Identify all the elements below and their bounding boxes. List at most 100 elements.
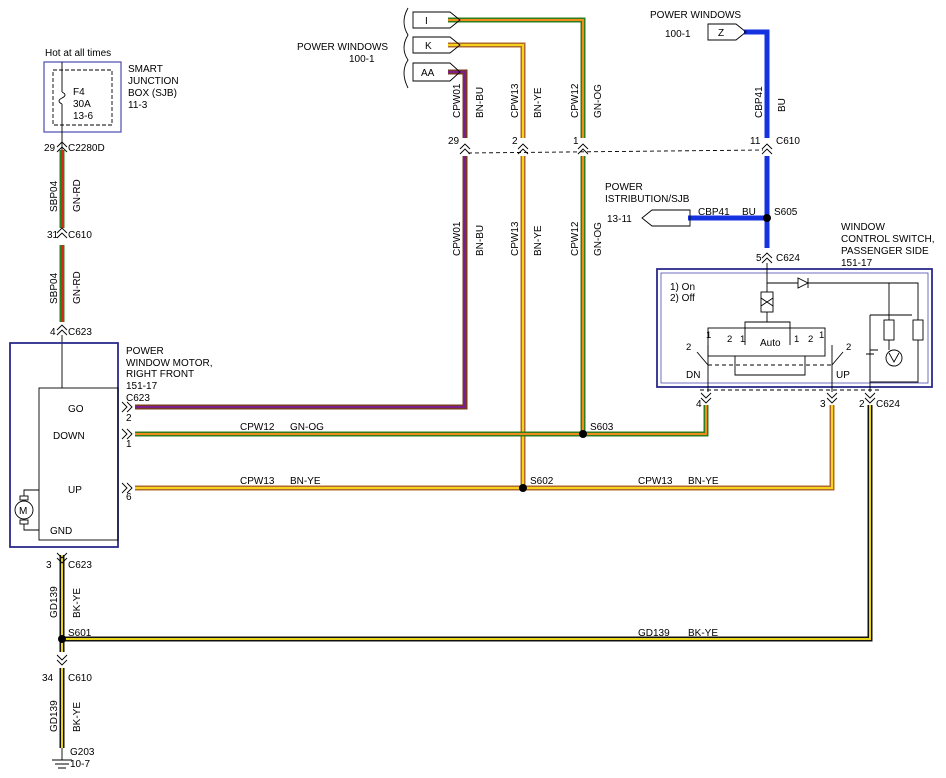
window-control-switch: WINDOW CONTROL SWITCH, PASSENGER SIDE 1 5… (656, 222, 935, 392)
switch-contact-label: 1 (740, 334, 745, 345)
motor-name-2: WINDOW MOTOR, (126, 358, 212, 369)
sjb-fuse-box (52, 69, 113, 126)
wire-gd139 (59, 405, 873, 748)
motor-m: M (19, 506, 27, 517)
motor-down: DOWN (53, 431, 85, 442)
motor-up: UP (68, 485, 82, 496)
label-cpw12-top: CPW12 (570, 83, 581, 118)
switch-contact-label: 1 (794, 334, 799, 345)
label-gd139-b: GD139 (49, 700, 60, 732)
label-bnye-top: BN-YE (533, 87, 544, 118)
sjb-ref: 11-3 (128, 100, 148, 111)
label-cpw13-h2: CPW13 (638, 476, 673, 487)
c623-a-label: C623 (68, 327, 92, 338)
up-contact-1: 1 (819, 330, 824, 341)
switch-contact-label: 2 (727, 334, 732, 345)
switch-name-3: PASSENGER SIDE (841, 246, 929, 257)
label-bu-top: BU (777, 98, 788, 112)
motor-module (38, 387, 119, 541)
motor-gnd: GND (50, 526, 72, 537)
c610-a-label: C610 (68, 230, 92, 241)
sjb-hot-label: Hot at all times (45, 48, 111, 59)
c610-top-pin3: 1 (573, 136, 579, 147)
dn-contact-1: 1 (706, 330, 711, 341)
label-cbp41-h: CBP41 (698, 207, 730, 218)
label-cpw01-top: CPW01 (452, 83, 463, 118)
power-window-motor: POWER WINDOW MOTOR, RIGHT FRONT 151-17 C… (9, 342, 212, 548)
switch-legend-1: 1) On (670, 282, 695, 293)
c610-top-row: 29 2 1 11 C610 (448, 136, 800, 155)
wires-layer (59, 17, 873, 748)
c2280d-label: C2280D (68, 143, 105, 154)
switch-legend-2: 2) Off (670, 293, 695, 304)
sjb-name-2: JUNCTION (128, 76, 179, 87)
c610-a-pin: 31 (47, 230, 59, 241)
c2280d-pin: 29 (44, 143, 56, 154)
top-connector-ref: 100-1 (349, 54, 375, 65)
sjb-name-3: BOX (SJB) (128, 88, 177, 99)
top-wire-labels: CPW01 BN-BU CPW13 BN-YE CPW12 GN-OG CBP4… (452, 83, 788, 256)
label-gd139-h: GD139 (638, 628, 670, 639)
splice-s603-dot (579, 430, 587, 438)
pin-up: 6 (126, 492, 132, 503)
label-gnog-mid: GN-OG (593, 222, 604, 256)
label-cpw12-mid: CPW12 (570, 221, 581, 256)
power-distribution: POWER ISTRIBUTION/SJB 13-11 CBP41 BU (605, 182, 756, 227)
switch-name-2: CONTROL SWITCH, (841, 234, 935, 245)
pin-down: 1 (126, 439, 132, 450)
c623-b-label: C623 (126, 393, 150, 404)
capacitor-icon (866, 349, 878, 355)
c624-a-label: C624 (776, 253, 800, 264)
label-bnye-mid: BN-YE (533, 225, 544, 256)
connector-k: K (412, 36, 461, 54)
ground-column: 3 C623 GD139 BK-YE S601 34 C610 GD139 BK… (42, 552, 95, 770)
splice-s605: S605 (774, 207, 798, 218)
left-column-connectors: 29 C2280D SBP04 GN-RD 31 C610 SBP04 GN-R… (44, 141, 105, 388)
label-bnye-h2: BN-YE (688, 476, 719, 487)
z-connector-pin: Z (718, 28, 724, 39)
connector-aa: AA (412, 62, 461, 82)
c610-top-label: C610 (776, 136, 800, 147)
sjb-name-1: SMART (128, 64, 163, 75)
label-bu-h: BU (742, 207, 756, 218)
c623-gnd-pin: 3 (46, 560, 52, 571)
lamp-icon (885, 349, 903, 367)
c610-b-label: C610 (68, 673, 92, 684)
connector-k-label: K (425, 41, 432, 52)
c623-a-pin: 4 (50, 327, 56, 338)
pin-go: 2 (126, 413, 132, 424)
wire-cpw01 (135, 69, 468, 410)
c624-pin-gnd: 2 (859, 399, 865, 410)
label-sbp04-b: SBP04 (49, 272, 60, 304)
label-bkye-a: BK-YE (72, 588, 83, 618)
splice-s602-dot (519, 484, 527, 492)
label-bkye-b: BK-YE (72, 702, 83, 732)
c624-pin-dn: 4 (696, 399, 702, 410)
resistor-icon (883, 319, 895, 341)
motor-icon (14, 500, 34, 520)
top-connector-group: POWER WINDOWS 100-1 I K AA (297, 7, 461, 89)
connector-aa-label: AA (421, 68, 435, 79)
label-cpw13-h1: CPW13 (240, 476, 275, 487)
switch-outline (656, 268, 933, 388)
dn-contact-2: 2 (686, 342, 691, 353)
power-dist-connector (641, 209, 691, 227)
switch-name-1: WINDOW (841, 222, 885, 233)
motor-ref: 151-17 (126, 381, 158, 392)
c610-top-pin2: 2 (512, 136, 518, 147)
label-gnrd-b: GN-RD (72, 271, 83, 304)
switch-mechanism (707, 327, 826, 357)
z-connector-label: POWER WINDOWS (650, 10, 741, 21)
c624-a-pin: 5 (756, 253, 762, 264)
up-contact-2: 2 (846, 342, 851, 353)
label-bnbu-top: BN-BU (475, 87, 486, 118)
connector-i-label: I (425, 16, 428, 27)
fuse-icon (58, 91, 66, 105)
power-dist-label-2: ISTRIBUTION/SJB (605, 194, 690, 205)
smart-junction-box: Hot at all times F4 30A 13-6 SMART JUNCT… (43, 48, 179, 150)
diode-icon (797, 277, 810, 289)
c624-bottom: 4 3 2 C624 (696, 392, 900, 410)
wire-cbp41 (688, 29, 770, 248)
switch-inner-outline (660, 272, 929, 384)
resistor-icon-2 (912, 319, 924, 341)
